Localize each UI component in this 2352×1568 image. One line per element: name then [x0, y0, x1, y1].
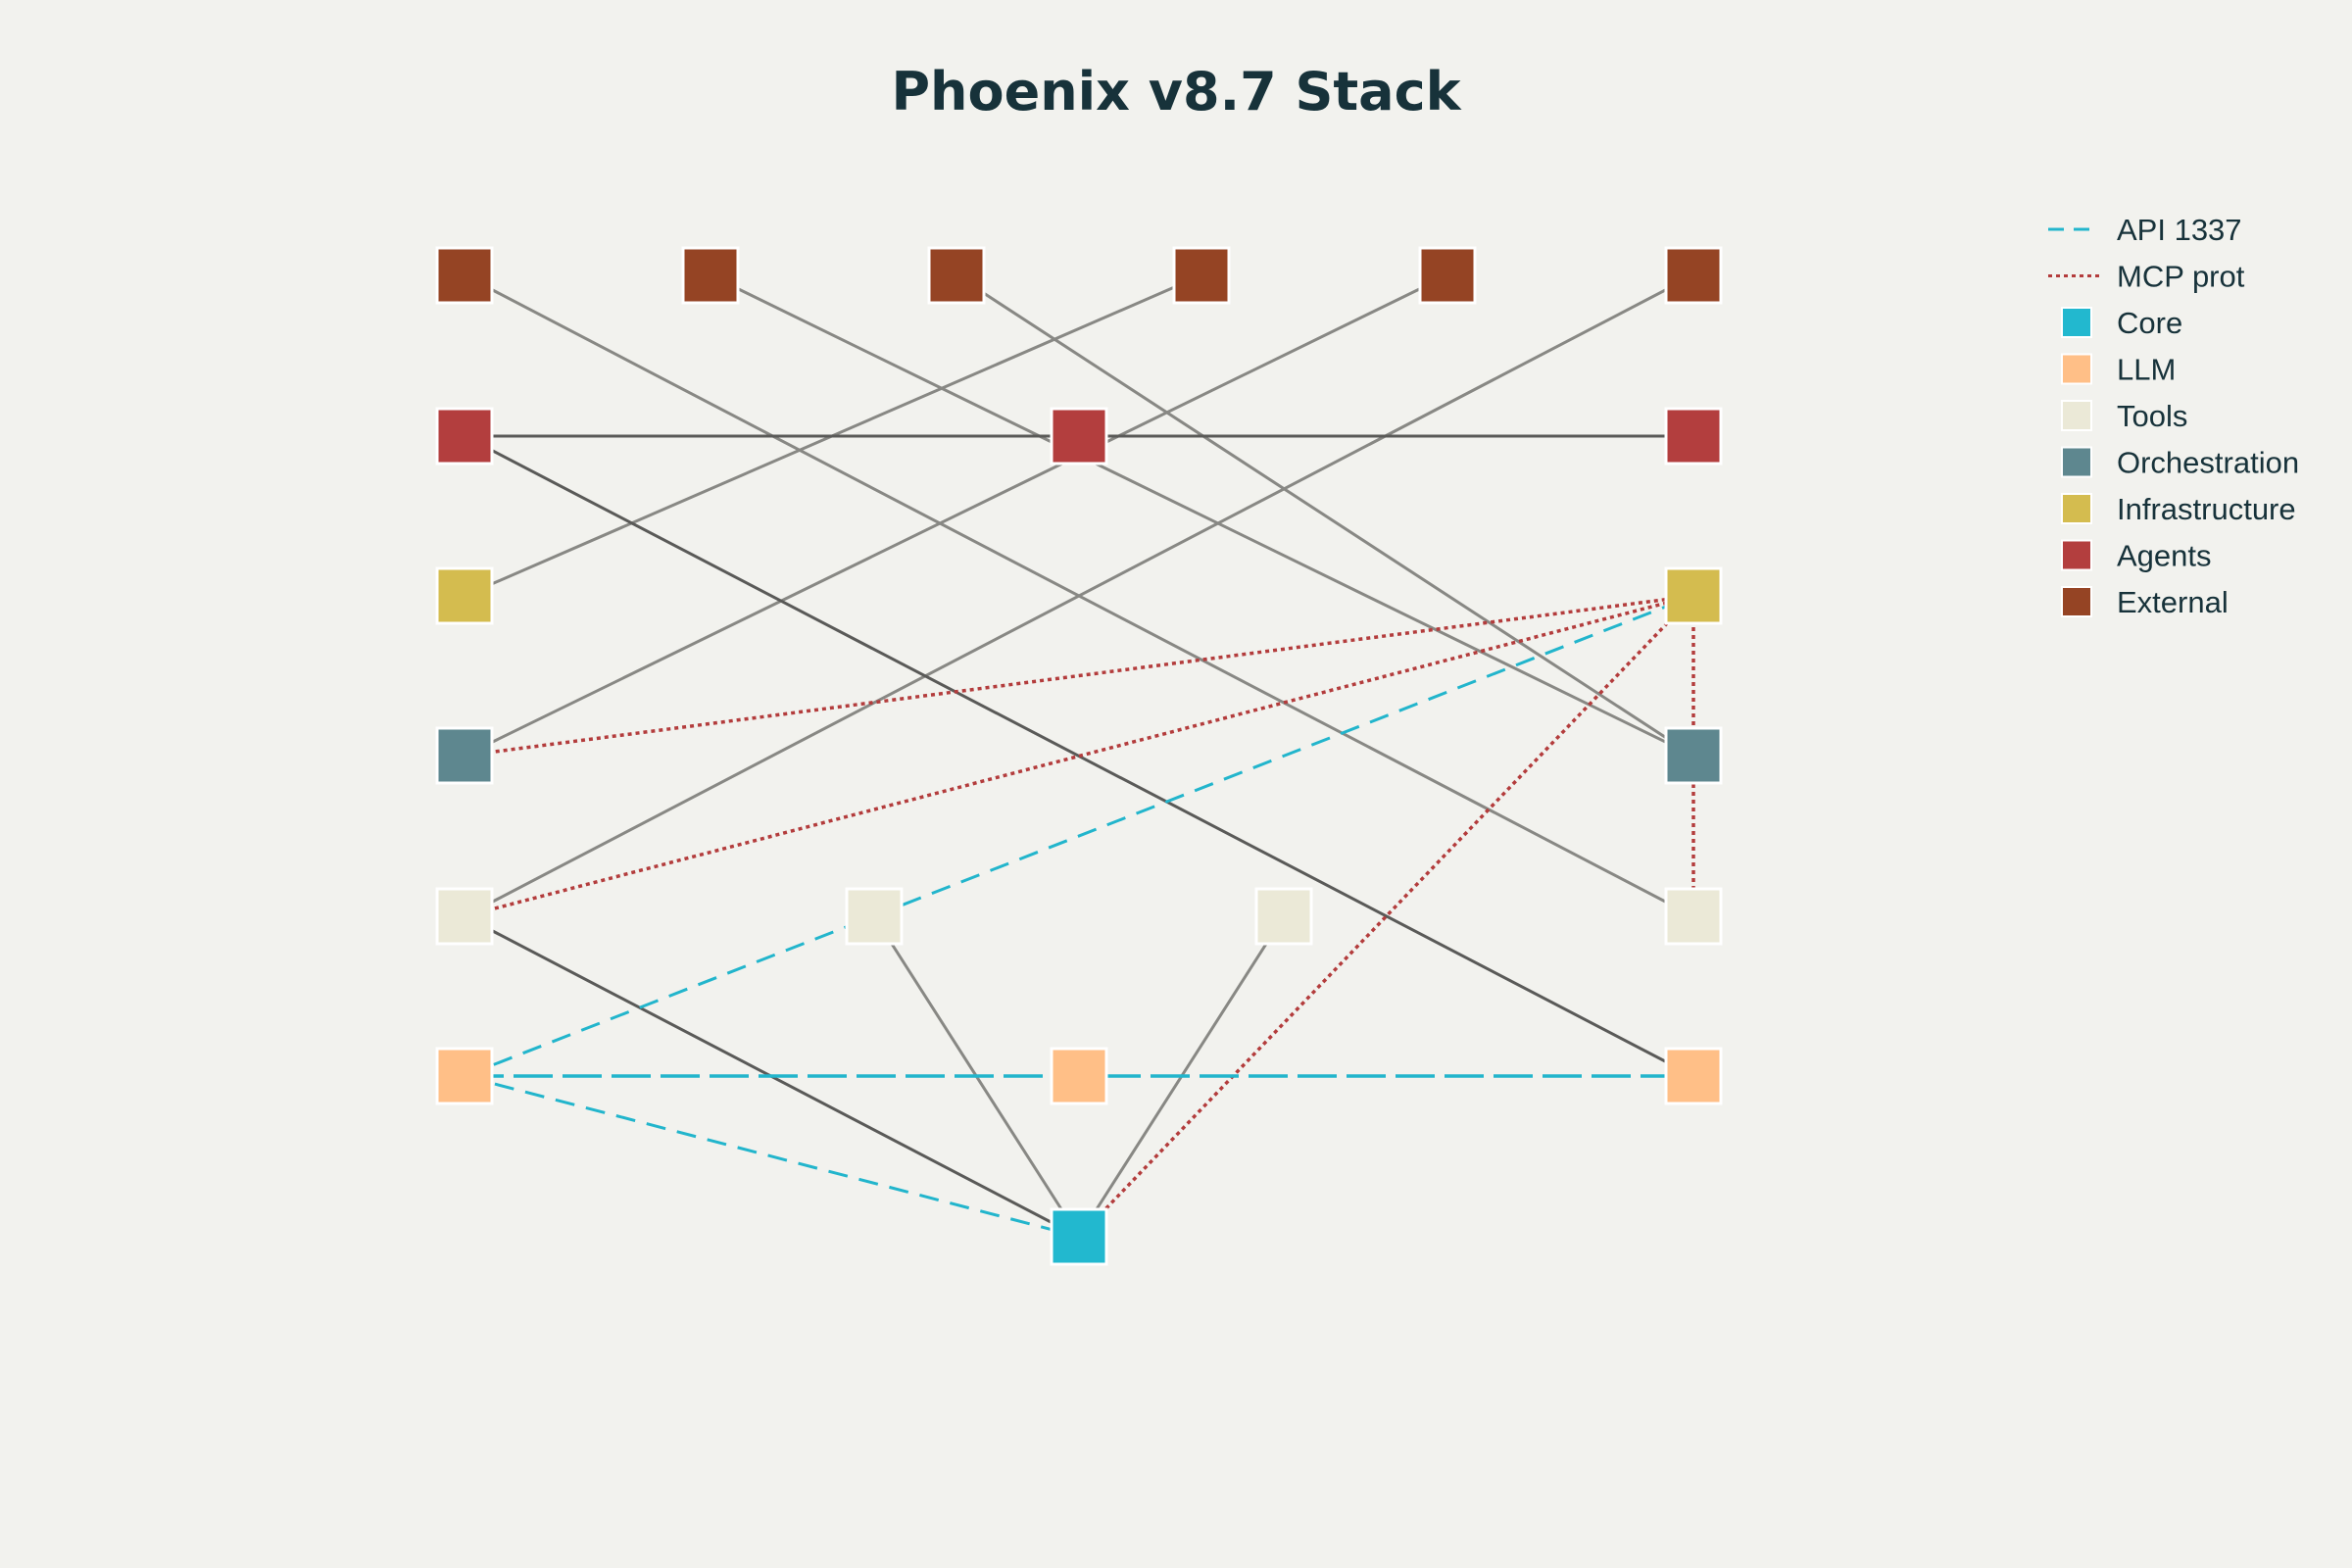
- node-tl2[interactable]: [845, 887, 904, 946]
- edge-ag1-llm3: [464, 434, 1694, 1078]
- legend-external-label: External: [2117, 585, 2229, 619]
- edge-llm1-core1: [464, 1074, 1080, 1239]
- node-ag1[interactable]: [435, 407, 494, 466]
- legend-external-swatch: [2061, 586, 2092, 617]
- nodes-layer: [435, 246, 1723, 1266]
- node-llm2[interactable]: [1050, 1047, 1108, 1105]
- node-ext1[interactable]: [435, 246, 494, 305]
- legend-agents-swatch: [2061, 539, 2092, 571]
- legend-core-swatch: [2061, 307, 2092, 338]
- edge-orc1-inf2: [464, 594, 1694, 758]
- node-tl4[interactable]: [1664, 887, 1723, 946]
- node-ag3[interactable]: [1664, 407, 1723, 466]
- node-tl1[interactable]: [435, 887, 494, 946]
- node-orc2[interactable]: [1664, 726, 1723, 785]
- node-ext2[interactable]: [681, 246, 740, 305]
- legend-infra-label: Infrastructure: [2117, 492, 2296, 526]
- legend-tools-swatch: [2061, 400, 2092, 431]
- node-orc1[interactable]: [435, 726, 494, 785]
- legend-llm-label: LLM: [2117, 353, 2176, 387]
- edge-ext2-orc2: [710, 273, 1694, 758]
- node-inf1[interactable]: [435, 566, 494, 625]
- node-ag2[interactable]: [1050, 407, 1108, 466]
- edge-ext3-orc2: [956, 273, 1694, 758]
- legend-mcp-label: MCP prot: [2117, 260, 2245, 294]
- node-tl3[interactable]: [1254, 887, 1313, 946]
- legend-orch-swatch: [2061, 446, 2092, 478]
- node-ext4[interactable]: [1172, 246, 1231, 305]
- node-ext5[interactable]: [1418, 246, 1477, 305]
- edge-core1-inf2: [1077, 594, 1695, 1239]
- edge-ext5-orc1: [464, 273, 1448, 758]
- legend-core-label: Core: [2117, 306, 2182, 340]
- node-llm1[interactable]: [435, 1047, 494, 1105]
- node-core1[interactable]: [1050, 1207, 1108, 1266]
- legend-agents-label: Agents: [2117, 539, 2212, 573]
- edge-ext6-tl1: [464, 273, 1694, 918]
- edges-layer: [464, 273, 1695, 1239]
- edge-llm1-inf2: [464, 594, 1694, 1078]
- legend-api-label: API 1337: [2117, 213, 2242, 247]
- diagram-title: Phoenix v8.7 Stack: [891, 61, 1461, 122]
- legend-infra-swatch: [2061, 493, 2092, 524]
- node-inf2[interactable]: [1664, 566, 1723, 625]
- legend-tools-label: Tools: [2117, 399, 2187, 433]
- legend-llm-swatch: [2061, 353, 2092, 385]
- node-ext3[interactable]: [927, 246, 986, 305]
- node-llm3[interactable]: [1664, 1047, 1723, 1105]
- legend-orch-label: Orchestration: [2117, 446, 2299, 480]
- node-ext6[interactable]: [1664, 246, 1723, 305]
